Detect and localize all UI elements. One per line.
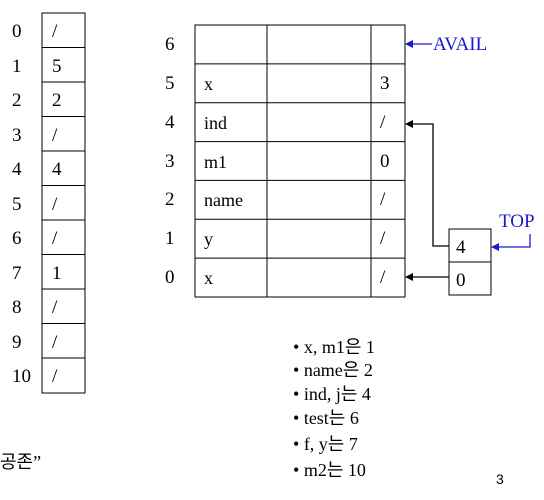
- left-index-8: 8: [12, 297, 22, 318]
- stack-value-top: 4: [456, 237, 466, 258]
- note-item: • f, y는 7: [293, 434, 358, 454]
- left-value-0: /: [52, 21, 58, 42]
- left-index-2: 2: [12, 90, 22, 111]
- left-index-4: 4: [12, 159, 22, 180]
- left-value-7: 1: [52, 263, 62, 284]
- note-item: • x, m1은 1: [293, 337, 375, 357]
- left-value-2: 2: [52, 90, 62, 111]
- left-value-10: /: [52, 366, 58, 387]
- left-index-0: 0: [12, 21, 22, 42]
- left-value-1: 5: [52, 56, 62, 77]
- note-item: • m2는 10: [293, 460, 366, 480]
- main-row-label-6: 6: [165, 34, 175, 55]
- left-index-7: 7: [12, 263, 22, 284]
- left-index-1: 1: [12, 56, 22, 77]
- main-row-label-3: 3: [165, 151, 175, 172]
- main-cell-name: y: [204, 229, 213, 249]
- main-cell-name: ind: [204, 113, 228, 133]
- avail-label: AVAIL: [433, 34, 488, 55]
- main-cell-link: /: [380, 267, 386, 288]
- main-cell-link: 0: [380, 151, 390, 172]
- left-value-6: /: [52, 228, 58, 249]
- left-value-9: /: [52, 332, 58, 353]
- left-value-8: /: [52, 297, 58, 318]
- main-cell-link: 3: [380, 73, 390, 94]
- main-row-label-1: 1: [165, 228, 175, 249]
- main-cell-name: m1: [204, 152, 228, 172]
- note-item: • ind, j는 4: [293, 384, 371, 404]
- left-index-9: 9: [12, 332, 22, 353]
- left-index-10: 10: [12, 366, 31, 387]
- left-value-3: /: [52, 125, 58, 146]
- left-index-6: 6: [12, 228, 22, 249]
- main-cell-link: /: [380, 112, 386, 133]
- note-item: • name은 2: [293, 360, 373, 380]
- left-value-4: 4: [52, 159, 62, 180]
- main-row-label-4: 4: [165, 112, 175, 133]
- note-item: • test는 6: [293, 408, 359, 428]
- stack-value-bottom: 0: [456, 270, 466, 291]
- main-cell-name: x: [204, 74, 213, 94]
- main-cell-link: /: [380, 189, 386, 210]
- left-index-5: 5: [12, 194, 22, 215]
- main-cell-name: name: [204, 190, 243, 210]
- main-cell-name: x: [204, 268, 213, 288]
- main-row-label-0: 0: [165, 267, 175, 288]
- page-number: 3: [496, 471, 504, 487]
- top-label: TOP: [499, 211, 535, 232]
- left-value-5: /: [52, 194, 58, 215]
- partial-text: 공존”: [0, 452, 42, 472]
- main-row-label-5: 5: [165, 73, 175, 94]
- main-cell-link: /: [380, 228, 386, 249]
- main-row-label-2: 2: [165, 189, 175, 210]
- left-index-3: 3: [12, 125, 22, 146]
